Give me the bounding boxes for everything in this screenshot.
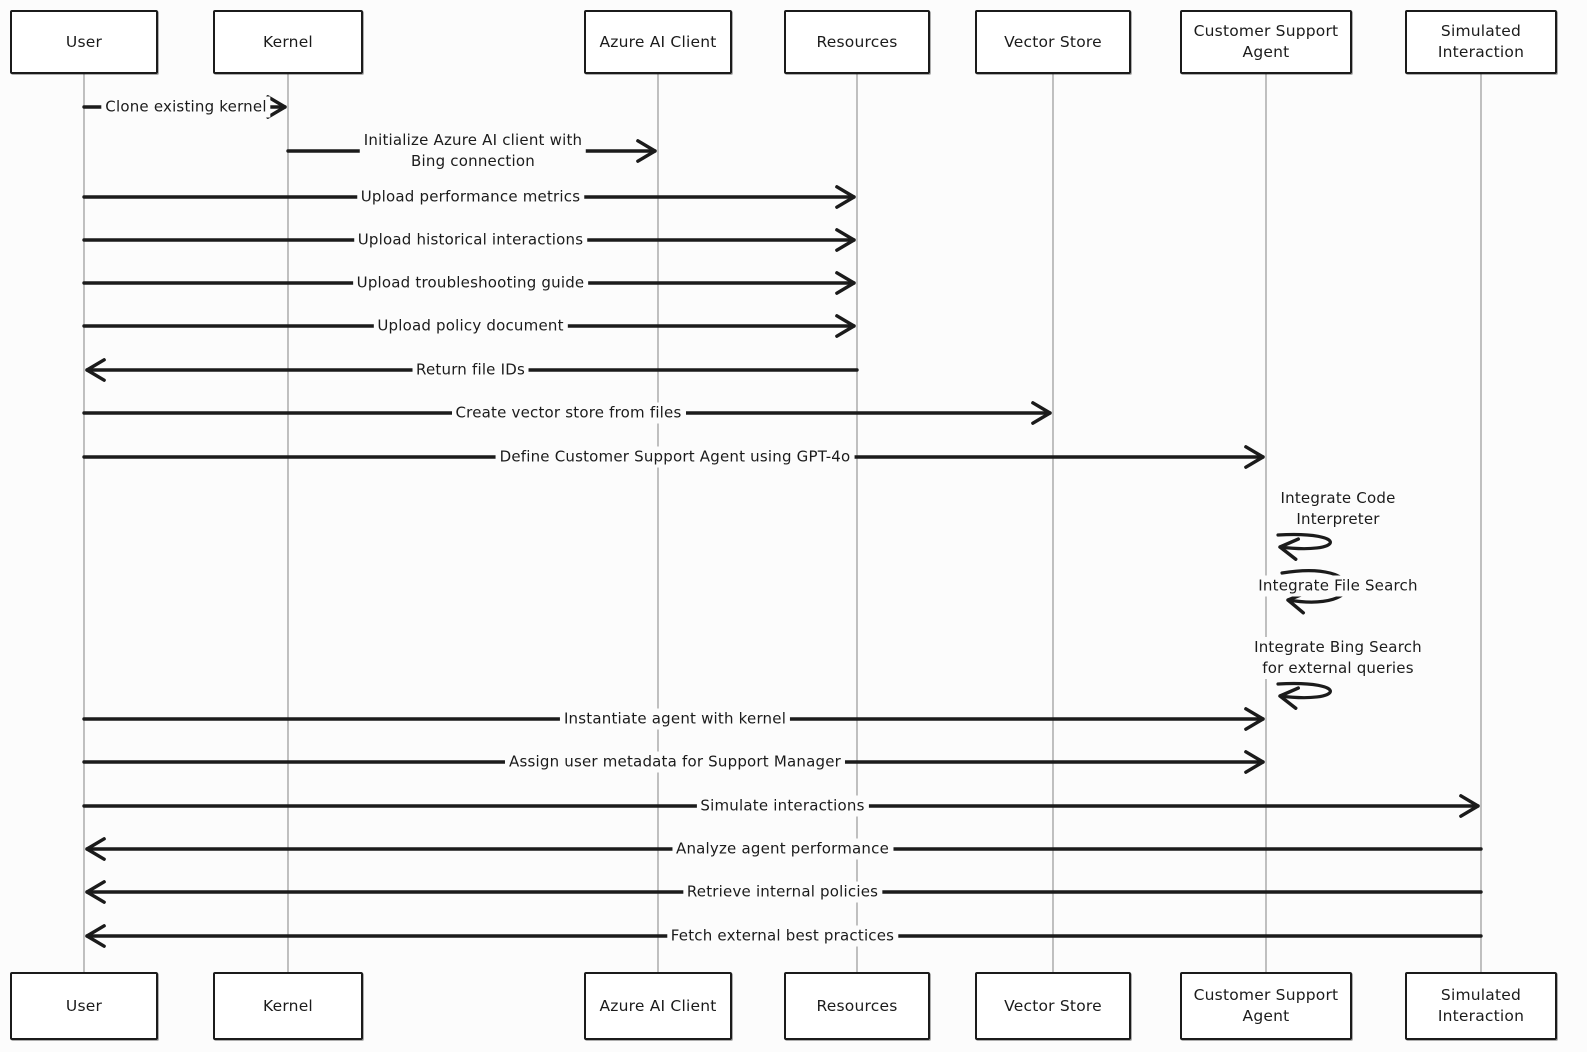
participant-bottom-user: User	[10, 972, 158, 1040]
message-label-2: Upload performance metrics	[356, 186, 585, 208]
participant-top-user: User	[10, 10, 158, 74]
message-label-5: Upload policy document	[373, 315, 568, 337]
participant-top-simulated-interaction: Simulated Interaction	[1405, 10, 1557, 74]
participant-bottom-vector-store: Vector Store	[975, 972, 1131, 1040]
message-label-14: Simulate interactions	[696, 795, 869, 817]
participant-bottom-azure-ai-client: Azure AI Client	[584, 972, 732, 1040]
participant-bottom-kernel: Kernel	[213, 972, 363, 1040]
message-label-3: Upload historical interactions	[353, 229, 588, 251]
self-loop-arrow-9	[1276, 532, 1332, 561]
participant-top-azure-ai-client: Azure AI Client	[584, 10, 732, 74]
participant-bottom-customer-support-agent: Customer Support Agent	[1180, 972, 1352, 1040]
self-loop-arrow-11	[1276, 681, 1332, 710]
message-label-16: Retrieve internal policies	[682, 881, 883, 903]
message-label-7: Create vector store from files	[451, 402, 686, 424]
message-label-17: Fetch external best practices	[666, 925, 899, 947]
message-label-13: Assign user metadata for Support Manager	[504, 751, 846, 773]
message-label-6: Return file IDs	[412, 359, 529, 381]
message-label-10: Integrate File Search	[1254, 575, 1422, 597]
participant-bottom-simulated-interaction: Simulated Interaction	[1405, 972, 1557, 1040]
participant-top-vector-store: Vector Store	[975, 10, 1131, 74]
message-label-12: Instantiate agent with kernel	[559, 708, 791, 730]
message-label-11: Integrate Bing Search for external queri…	[1250, 637, 1426, 679]
message-label-9: Integrate Code Interpreter	[1276, 488, 1400, 530]
message-label-15: Analyze agent performance	[671, 838, 894, 860]
participant-top-resources: Resources	[784, 10, 930, 74]
message-label-1: Initialize Azure AI client with Bing con…	[359, 130, 587, 172]
participant-top-kernel: Kernel	[213, 10, 363, 74]
message-label-4: Upload troubleshooting guide	[352, 272, 589, 294]
message-label-8: Define Customer Support Agent using GPT-…	[495, 446, 855, 468]
message-label-0: Clone existing kernel	[101, 96, 271, 118]
participant-top-customer-support-agent: Customer Support Agent	[1180, 10, 1352, 74]
participant-bottom-resources: Resources	[784, 972, 930, 1040]
